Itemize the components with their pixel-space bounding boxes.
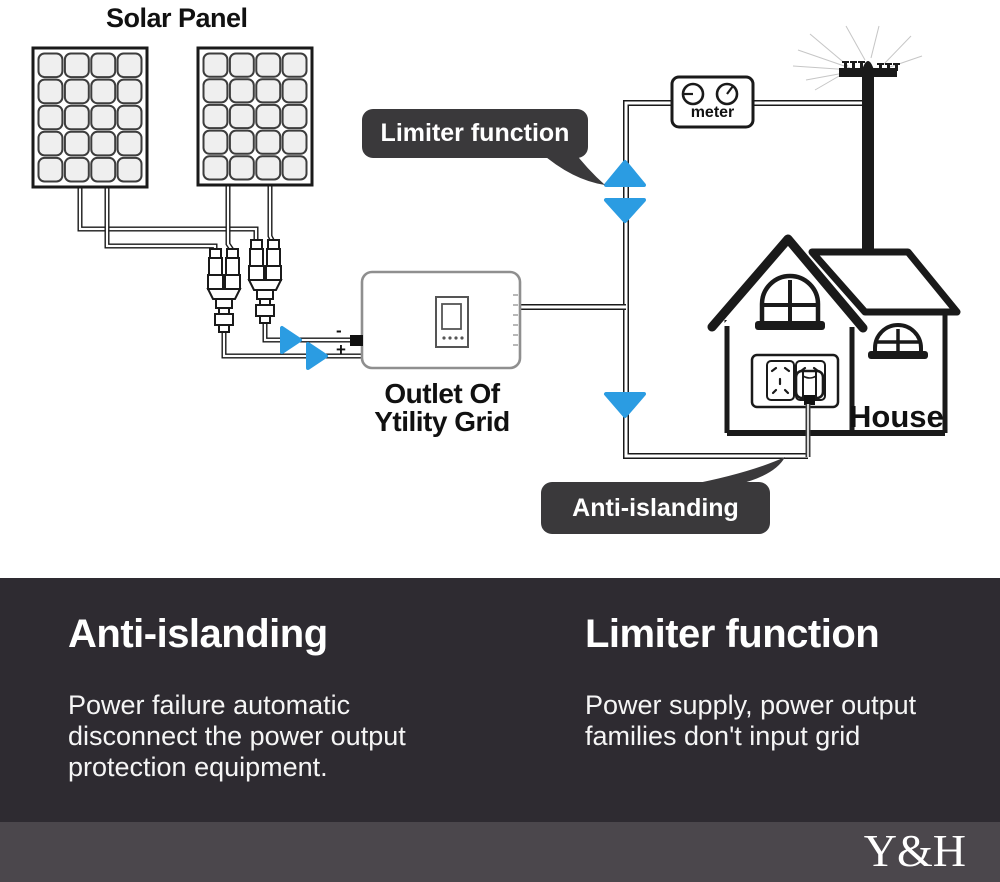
brand-logo: Y&H — [863, 825, 966, 876]
solar-cell — [90, 78, 117, 105]
arrow-right-icon — [280, 326, 302, 354]
solar-panel-1-cells — [37, 52, 143, 183]
solar-cell — [255, 155, 282, 181]
inverter-vents — [513, 294, 518, 346]
solar-cell — [90, 104, 117, 131]
solar-cell — [37, 156, 64, 183]
arrow-down2-icon — [604, 392, 646, 418]
solar-cell — [37, 130, 64, 157]
solar-cell — [228, 129, 255, 155]
solar-cell — [63, 78, 90, 105]
solar-cell — [228, 78, 255, 104]
solar-cell — [255, 78, 282, 104]
diagram-canvas — [31, 25, 961, 491]
rear-window — [868, 323, 928, 359]
limiter-function-description: Power supply, power output families don'… — [585, 690, 917, 751]
solar-cell — [90, 130, 117, 157]
solar-cell — [63, 156, 90, 183]
inverter-caption-line2: Ytility Grid — [374, 406, 510, 437]
limiter-function-heading: Limiter function — [585, 612, 880, 656]
solar-cell — [116, 130, 143, 157]
solar-cell — [37, 104, 64, 131]
solar-cell — [116, 156, 143, 183]
solar-cell — [116, 104, 143, 131]
anti-islanding-heading: Anti-islanding — [68, 612, 328, 656]
solar-cell — [37, 78, 64, 105]
solar-cell — [116, 78, 143, 105]
solar-cell — [255, 52, 282, 78]
solar-cell — [228, 155, 255, 181]
meter-label: meter — [690, 104, 735, 121]
solar-cell — [37, 52, 64, 79]
solar-panel-1 — [31, 46, 149, 189]
arrow-up-icon — [604, 160, 646, 187]
y-connector-2 — [248, 239, 282, 324]
inverter-screen — [441, 303, 462, 330]
solar-cell — [63, 130, 90, 157]
house-label: House — [849, 399, 944, 434]
power-flow-arrows — [280, 160, 646, 418]
solar-cell — [281, 155, 308, 181]
wall-outlet — [750, 353, 840, 409]
inverter-buttons — [442, 336, 464, 340]
footer-bar: Y&H — [0, 822, 1000, 882]
pole-insulators — [842, 61, 900, 71]
solar-cell — [90, 52, 117, 79]
inverter-dc-terminal — [350, 335, 363, 346]
plug — [794, 369, 825, 405]
meter-box — [670, 75, 755, 129]
solar-panel-2-cells — [202, 52, 308, 181]
house-rear-roof — [808, 248, 961, 316]
solar-cell — [202, 129, 229, 155]
solar-cell — [228, 52, 255, 78]
solar-cell — [281, 78, 308, 104]
solar-cell — [255, 129, 282, 155]
negative-terminal-label: - — [336, 321, 342, 340]
anti-islanding-description: Power failure automatic disconnect the p… — [68, 690, 406, 782]
solar-cell — [90, 156, 117, 183]
solar-cell — [281, 52, 308, 78]
arrow-down-icon — [604, 198, 646, 223]
house-front-gable-roof — [707, 234, 868, 333]
positive-terminal-label: + — [336, 340, 346, 359]
solar-cell — [255, 103, 282, 130]
solar-cell — [202, 78, 229, 104]
arrow-right2-icon — [306, 342, 328, 370]
limiter-function-callout: Limiter function — [362, 109, 588, 158]
solar-cell — [116, 52, 143, 79]
inverter — [350, 270, 522, 370]
pole-mast — [862, 61, 874, 258]
solar-cell — [63, 104, 90, 131]
utility-pole — [792, 25, 923, 258]
inverter-caption-line1: Outlet Of — [384, 378, 500, 409]
limiter-callout-tail — [540, 149, 605, 185]
solar-cell — [228, 103, 255, 130]
solar-cell — [281, 103, 308, 130]
front-window — [755, 273, 825, 330]
pole-stray-wires — [792, 25, 923, 91]
solar-cell — [202, 155, 229, 181]
solar-cell — [281, 129, 308, 155]
y-connector-1 — [207, 248, 241, 333]
info-panel: Anti-islanding Power failure automatic d… — [0, 578, 1000, 822]
solar-cell — [202, 103, 229, 130]
anti-islanding-callout-text: Anti-islanding — [572, 493, 739, 522]
solar-cell — [202, 52, 229, 78]
solar-cell — [63, 52, 90, 79]
anti-islanding-callout: Anti-islanding — [541, 482, 770, 534]
meter-needle-right — [726, 85, 734, 95]
grid-trunk-wire — [623, 100, 808, 459]
solar-panel-2 — [196, 46, 314, 187]
solar-panel-label: Solar Panel — [106, 3, 248, 33]
house — [707, 234, 961, 436]
limiter-callout-text: Limiter function — [380, 119, 570, 147]
socket-holes — [770, 366, 791, 395]
